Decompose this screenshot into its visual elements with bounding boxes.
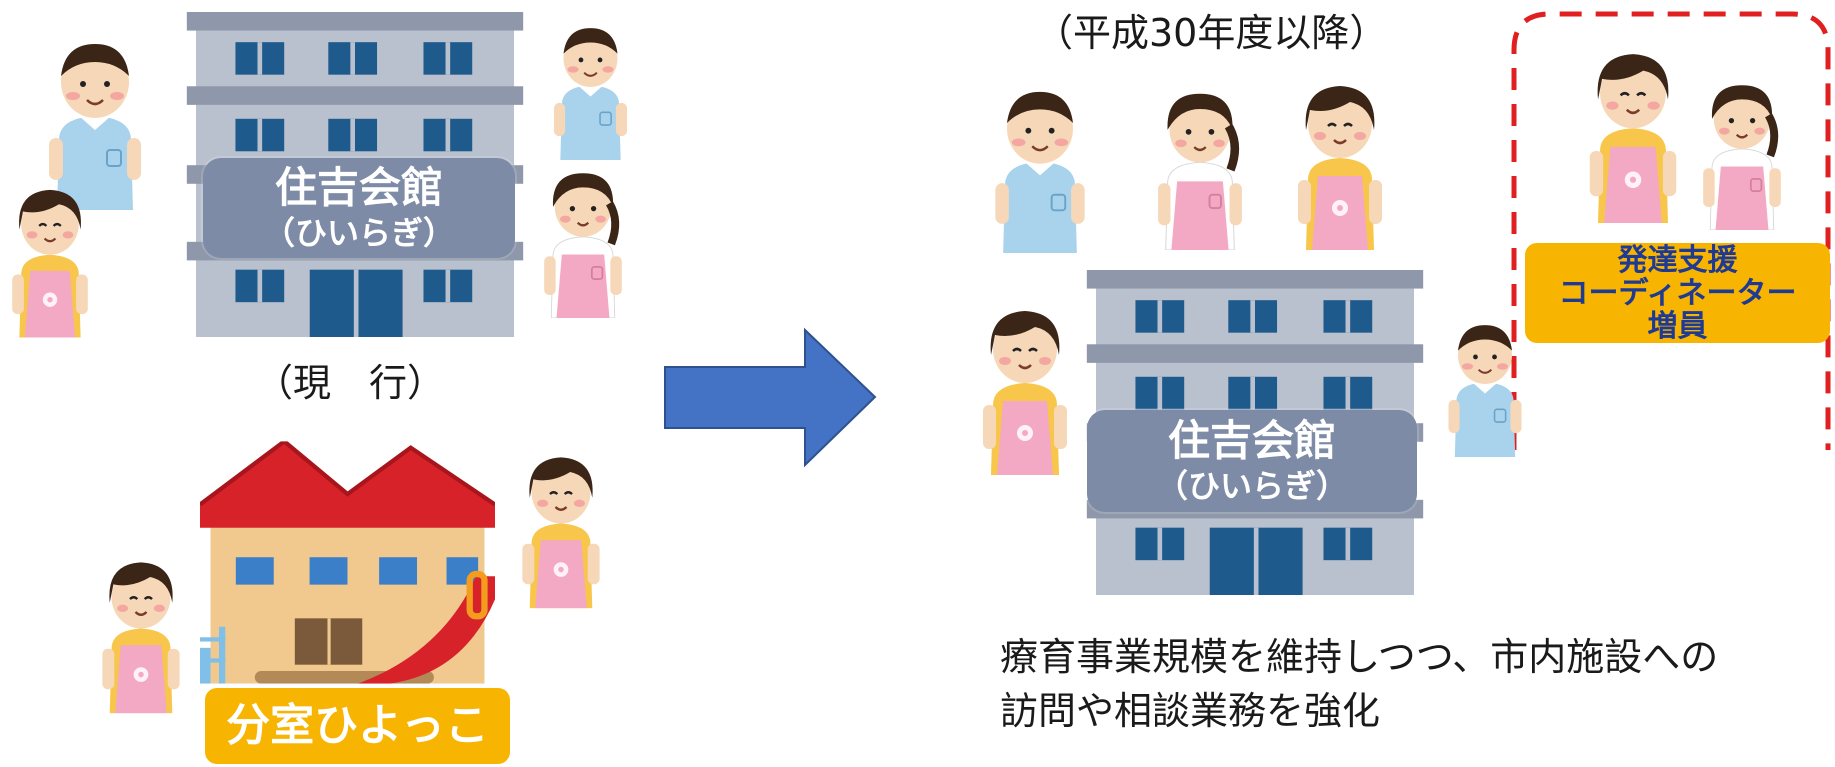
staff-woman-left bbox=[5, 182, 95, 340]
future-main-building-name: 住吉会館 bbox=[1167, 416, 1336, 465]
future-description-line1: 療育事業規模を維持しつつ、市内施設への bbox=[1000, 635, 1719, 679]
coordinator-woman-1 bbox=[1578, 48, 1688, 223]
future-main-building-label: 住吉会館 （ひいらぎ） bbox=[1087, 410, 1417, 512]
future-main-building-sub: （ひいらぎ） bbox=[1155, 467, 1348, 505]
staff-woman2-right bbox=[538, 168, 628, 318]
transition-arrow bbox=[664, 327, 877, 468]
staff-man-future-right bbox=[1440, 322, 1530, 457]
coordinator-label: 発達支援 コーディネーター 増員 bbox=[1525, 243, 1830, 343]
branch-name: 分室ひよっこ bbox=[226, 700, 489, 751]
branch-school-image bbox=[200, 440, 495, 685]
coordinator-dashed-box bbox=[1511, 11, 1831, 450]
staff-woman-branch-left bbox=[95, 555, 187, 715]
staff-man-right-top bbox=[548, 25, 633, 160]
coordinator-woman2-2 bbox=[1692, 80, 1792, 230]
current-main-building-name: 住吉会館 bbox=[274, 163, 443, 212]
branch-label: 分室ひよっこ bbox=[205, 688, 510, 764]
current-caption: （現 行） bbox=[255, 361, 446, 405]
coordinator-line2: コーディネーター bbox=[1558, 275, 1797, 311]
staff-man-future-1 bbox=[985, 88, 1095, 253]
staff-woman-branch-right bbox=[515, 450, 607, 610]
future-caption: （平成30年度以降） bbox=[1035, 11, 1388, 55]
current-main-building-sub: （ひいらぎ） bbox=[262, 214, 455, 252]
current-main-building-label: 住吉会館 （ひいらぎ） bbox=[203, 158, 515, 258]
coordinator-line1: 発達支援 bbox=[1617, 242, 1738, 278]
future-description-line2: 訪問や相談業務を強化 bbox=[1000, 689, 1381, 733]
coordinator-line3: 増員 bbox=[1647, 308, 1708, 344]
staff-woman2-future-2 bbox=[1150, 88, 1250, 250]
future-description: 療育事業規模を維持しつつ、市内施設への 訪問や相談業務を強化 bbox=[1000, 630, 1718, 738]
staff-woman-future-3 bbox=[1290, 80, 1390, 250]
staff-woman-future-left bbox=[975, 305, 1075, 475]
